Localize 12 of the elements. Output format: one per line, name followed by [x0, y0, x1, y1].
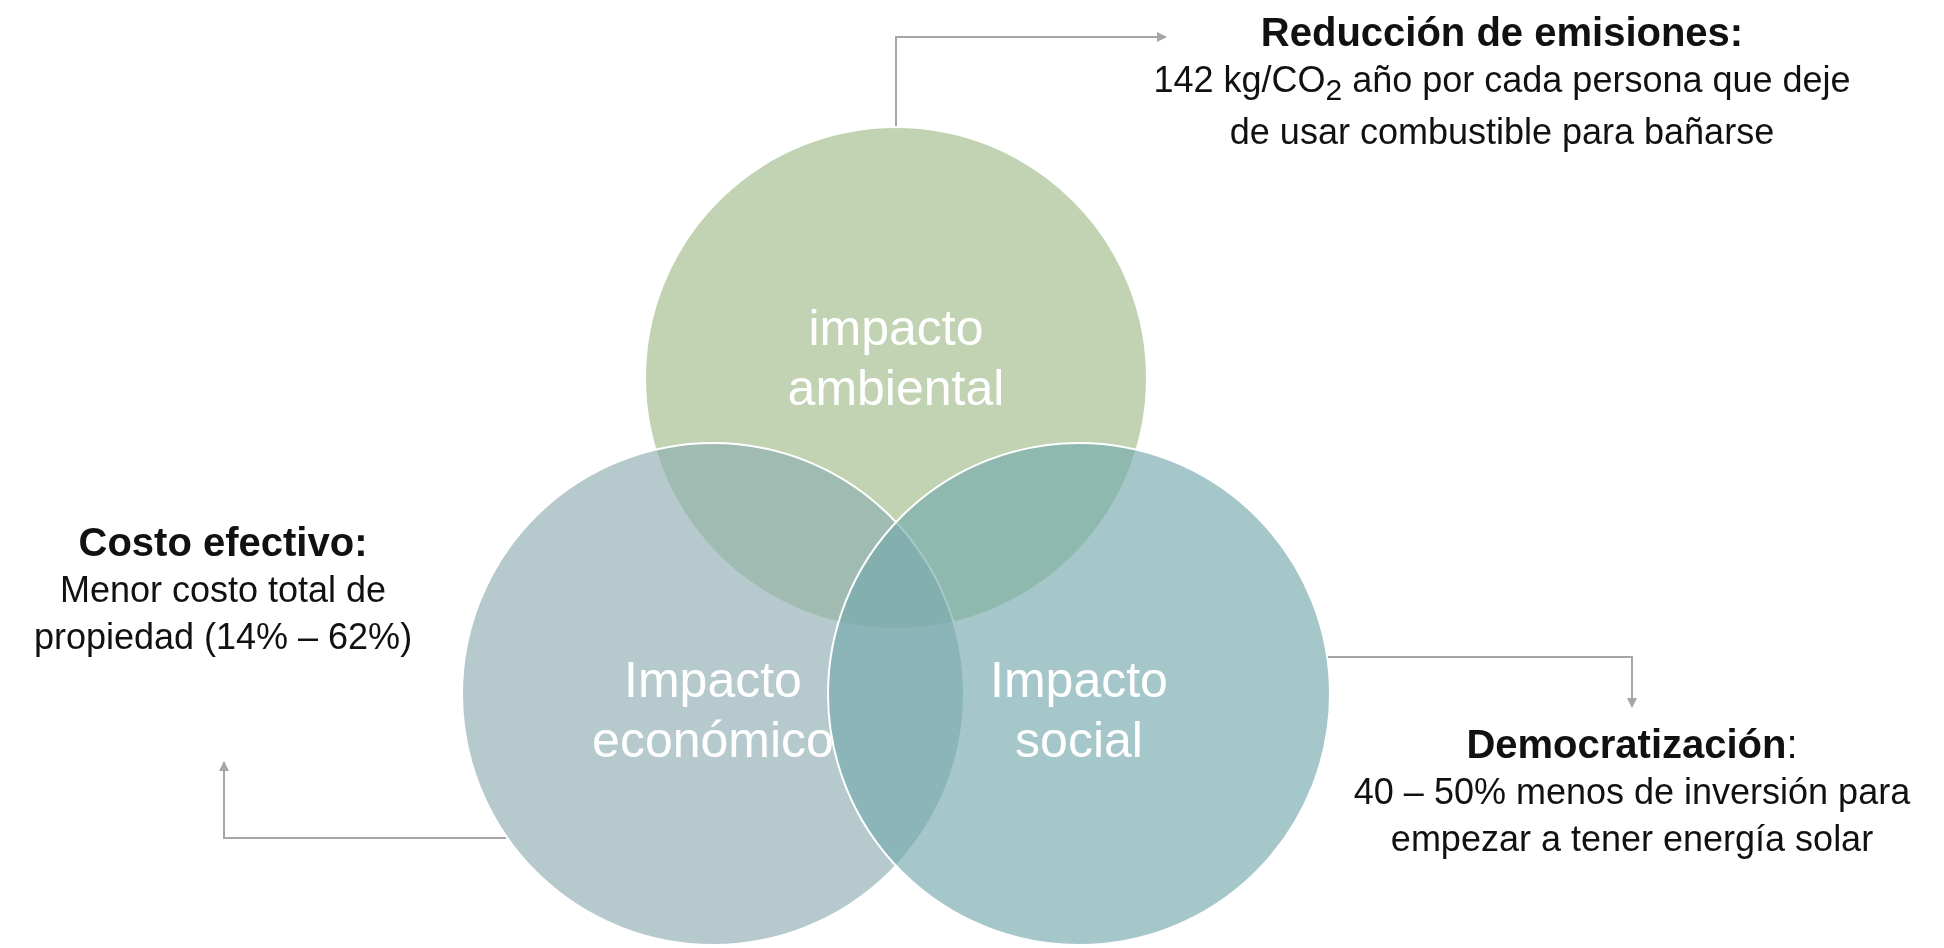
arrow [219, 761, 507, 839]
heading: Democratización: [1465, 722, 1799, 767]
arrow [895, 32, 1167, 127]
heading: Costo efectivo: [77, 520, 369, 565]
description-text: 40 – 50% menos de inversión para empezar a tener energía solar [1352, 770, 1912, 861]
description-text: 142 kg/CO$_{2}$ año por cada persona que deje de usar combustible para bañarse [1152, 58, 1852, 155]
heading: Reducción de emisiones: [1259, 10, 1745, 55]
arrow [1327, 656, 1637, 708]
description-text: Menor costo total de propiedad (14% – 62%) [32, 568, 414, 659]
circle-label: Impacto económico [591, 651, 835, 770]
circle-label: Impacto social [989, 651, 1169, 770]
circle-label: impacto ambiental [786, 299, 1006, 418]
